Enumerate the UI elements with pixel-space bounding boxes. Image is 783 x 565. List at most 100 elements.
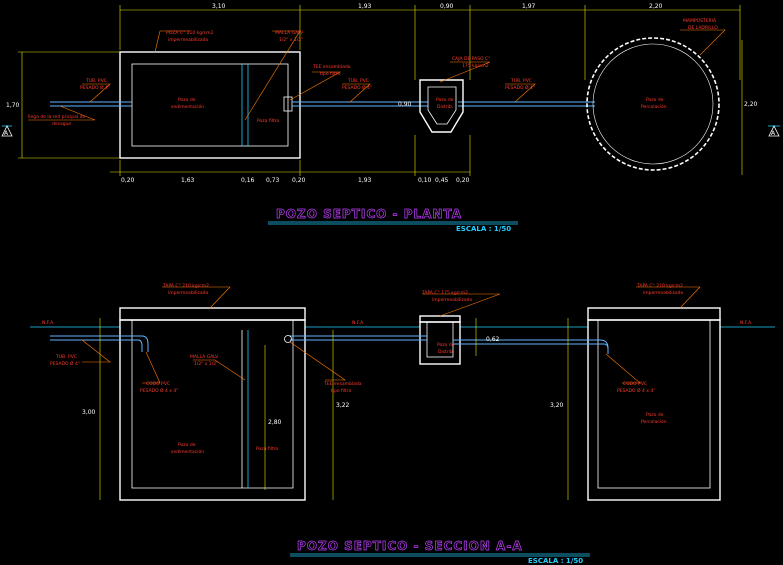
- label-tee-sub: tipo filtro: [331, 388, 352, 394]
- bottom-dim-7: 0,10: [418, 177, 432, 184]
- percolation-cover: [587, 307, 721, 321]
- tee-fitting-icon: [283, 96, 293, 112]
- label-poza-sub: impermeabilizado: [168, 37, 209, 43]
- label-pozo-dist-sub: Distrib.: [438, 349, 454, 355]
- elbow-pipe: [599, 339, 609, 354]
- leader-line: [28, 105, 96, 121]
- bottom-dim-1: 0,20: [121, 177, 135, 184]
- septic-tank-inner: [131, 320, 294, 489]
- label-codo1: CODO PVC: [146, 381, 170, 387]
- bottom-dim-6: 1,93: [358, 177, 372, 184]
- label-tub1: TUB. PVC: [85, 78, 107, 84]
- leader-line: [82, 83, 111, 103]
- leader-line: [680, 29, 726, 56]
- section-scale: ESCALA : 1/50: [528, 557, 583, 565]
- dim-320: 3,20: [550, 402, 564, 409]
- label-tapa3: TAPA C° 210 kg/cm2: [636, 283, 683, 289]
- label-pozo-perc-sub: Percolación: [641, 418, 667, 425]
- top-dim-4: 1,97: [522, 3, 536, 10]
- label-mamp: MAMPOSTERIA: [683, 18, 717, 24]
- section-view: 3,00 2,80 3,22 3,20 0,62 TAPA C° 210 kg/…: [30, 283, 775, 565]
- septic-tank-section: [119, 319, 306, 501]
- tee-fitting-icon: [284, 335, 292, 343]
- label-tub2: TUB. PVC: [347, 78, 369, 84]
- label-tapa1: TAPA C° 210 kg/cm2: [162, 283, 209, 289]
- label-malla: MALLA GALV: [275, 30, 304, 36]
- label-llega: llega de la red pricipal de: [28, 114, 85, 120]
- elbow-pipe: [603, 343, 609, 354]
- label-caja-sub: 175 kg/cm2: [462, 63, 489, 69]
- top-dim-2: 1,93: [358, 3, 372, 10]
- section-marker-icon: [768, 125, 780, 137]
- label-pozo-dist: Pozo de: [437, 342, 455, 348]
- percolation-pit-inner: [592, 43, 714, 165]
- distribution-cover: [419, 315, 461, 323]
- label-tub1-sub: PESADO Ø 4": [80, 84, 110, 91]
- label-llega-sub: desague: [52, 121, 71, 127]
- label-tub3: TUB. PVC: [510, 78, 532, 84]
- label-codo2: CODO PVC: [623, 381, 647, 387]
- label-pozo-sed: Pozo de: [178, 97, 196, 103]
- elbow-pipe: [137, 339, 143, 352]
- label-pozo-dist: Pozo de: [436, 97, 454, 103]
- label-tee: TEE ensamblada: [312, 64, 351, 70]
- top-dim-1: 3,10: [212, 3, 226, 10]
- leader-line: [439, 61, 491, 83]
- label-tee-sub: tipo filtro: [320, 71, 341, 77]
- plan-scale: ESCALA : 1/50: [456, 225, 511, 233]
- label-tub: TUB. PVC: [55, 354, 77, 360]
- percolation-pit-inner: [597, 319, 711, 489]
- label-malla: MALLA GALV: [190, 354, 219, 360]
- section-title: POZO SEPTICO - SECCION A-A: [297, 539, 523, 553]
- section-marker-icon: [1, 125, 13, 137]
- label-pozo-sed-sub: sedimentación: [171, 448, 204, 455]
- section-marker-left: A: [4, 130, 9, 137]
- leader-line: [289, 71, 342, 101]
- label-pozo-perc-sub: Percolación: [641, 103, 667, 110]
- percolation-pit: [586, 37, 720, 171]
- label-malla-sub: 1/2" x 1/2": [194, 361, 218, 367]
- label-pozo-sed: Pozo de: [178, 442, 196, 448]
- distribution-box-inner: [427, 86, 457, 125]
- leader-line: [342, 83, 371, 103]
- bottom-dim-3: 0,16: [241, 177, 255, 184]
- label-caja: CAJA DE PASO C°: [452, 56, 490, 62]
- leader-line: [154, 30, 190, 53]
- top-dim-3: 0,90: [440, 3, 454, 10]
- leader-line: [605, 353, 641, 384]
- bottom-dim-4: 0,73: [266, 177, 280, 184]
- label-codo2-sub: PESADO Ø 4 x 4": [617, 387, 655, 394]
- label-tapa3-sub: impermeabilizado: [643, 290, 684, 296]
- label-pozo-dist-sub: Distrib.: [437, 104, 453, 110]
- bottom-dim-9: 0,20: [456, 177, 470, 184]
- label-codo1-sub: PESADO Ø 4 x 4": [140, 387, 178, 394]
- leader-line: [142, 351, 161, 384]
- label-pozo-perc: Pozo de: [646, 412, 664, 418]
- label-nfa3: N.F.A.: [740, 320, 753, 326]
- label-mamp-sub: DE LADRILLO: [688, 25, 718, 31]
- label-tub2-sub: PESADO Ø 4": [342, 84, 372, 91]
- bottom-dim-8: 0,45: [435, 177, 449, 184]
- dim-280: 2,80: [268, 419, 282, 426]
- leader-line: [289, 341, 346, 381]
- leader-line: [162, 286, 231, 309]
- left-dim: 1,70: [6, 102, 20, 109]
- label-pozo-filtro: Poza filtro: [257, 118, 279, 124]
- label-pozo-sed-sub: sedimentación: [171, 103, 204, 110]
- label-tapa2: TAPA C° 175 kg/cm2: [421, 290, 468, 296]
- leader-line: [422, 293, 501, 317]
- label-tub-sub: PESADO Ø 4": [50, 360, 80, 367]
- leader-line: [81, 339, 111, 363]
- label-nfa1: N.F.A.: [42, 320, 55, 326]
- label-tapa1-sub: impermeabilizado: [168, 290, 209, 296]
- label-tapa2-sub: impermeabilizado: [432, 297, 473, 303]
- leader-line: [193, 359, 246, 381]
- right-dim: 2,20: [744, 101, 758, 108]
- elbow-pipe: [141, 335, 149, 352]
- dim-322: 3,22: [336, 402, 350, 409]
- section-marker-right: A: [771, 130, 776, 137]
- label-tee: TEE ensamblada: [323, 381, 362, 387]
- septic-tank-inner-wall: [131, 63, 289, 147]
- bottom-dim-5: 0,20: [292, 177, 306, 184]
